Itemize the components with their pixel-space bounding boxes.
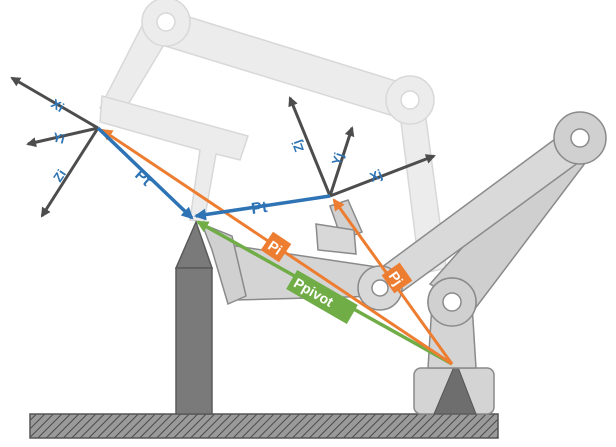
frame-j-y-label: Yj: [329, 151, 347, 167]
ghost-robot-pose: [98, 0, 447, 275]
robot-current-pose: [200, 111, 607, 415]
frame-i-z-axis: [40, 127, 100, 218]
frame-j-y-axis: [328, 126, 355, 197]
frame-i-y-axis: [26, 126, 99, 148]
vector-pt-frame-j: [194, 194, 331, 221]
robot-base-pivot-marker: [433, 360, 477, 415]
ghost-top-link: [151, 7, 413, 119]
ghost-joint-hole-top-right: [400, 90, 420, 110]
label-pt-frame-i: Pt: [131, 166, 155, 190]
frame-i: Xi Yi Zi: [10, 76, 100, 218]
frame-j: Zj Yj Xj: [288, 96, 436, 198]
frame-i-y-label: Yi: [51, 129, 66, 146]
frame-j-z-label: Zj: [289, 138, 307, 154]
frame-j-x-label: Xj: [368, 166, 385, 185]
robot-joint-hole-mid: [371, 279, 389, 297]
robot-tool-flange-left: [200, 222, 247, 306]
badge-pi: Pi: [260, 231, 292, 263]
label-pt-frame-j: Pt: [250, 199, 269, 218]
frame-j-z-axis: [288, 96, 332, 197]
badge-pj: Pj: [381, 262, 413, 294]
calibration-pointer: [174, 219, 214, 415]
frame-i-x-axis: [10, 76, 99, 130]
ghost-joint-hole-top-left: [156, 12, 176, 32]
robot-tool-mount: [315, 223, 357, 255]
frame-j-x-axis: [329, 154, 436, 198]
ground-base: [29, 413, 499, 439]
frame-i-x-label: Xi: [48, 96, 66, 115]
frame-i-z-label: Zi: [50, 167, 69, 185]
vector-pt-frame-i: [96, 126, 194, 220]
pointer-pillar: [175, 267, 213, 415]
robot-joint-hole-base-front: [442, 292, 462, 312]
robot-joint-hole-top: [570, 128, 590, 148]
